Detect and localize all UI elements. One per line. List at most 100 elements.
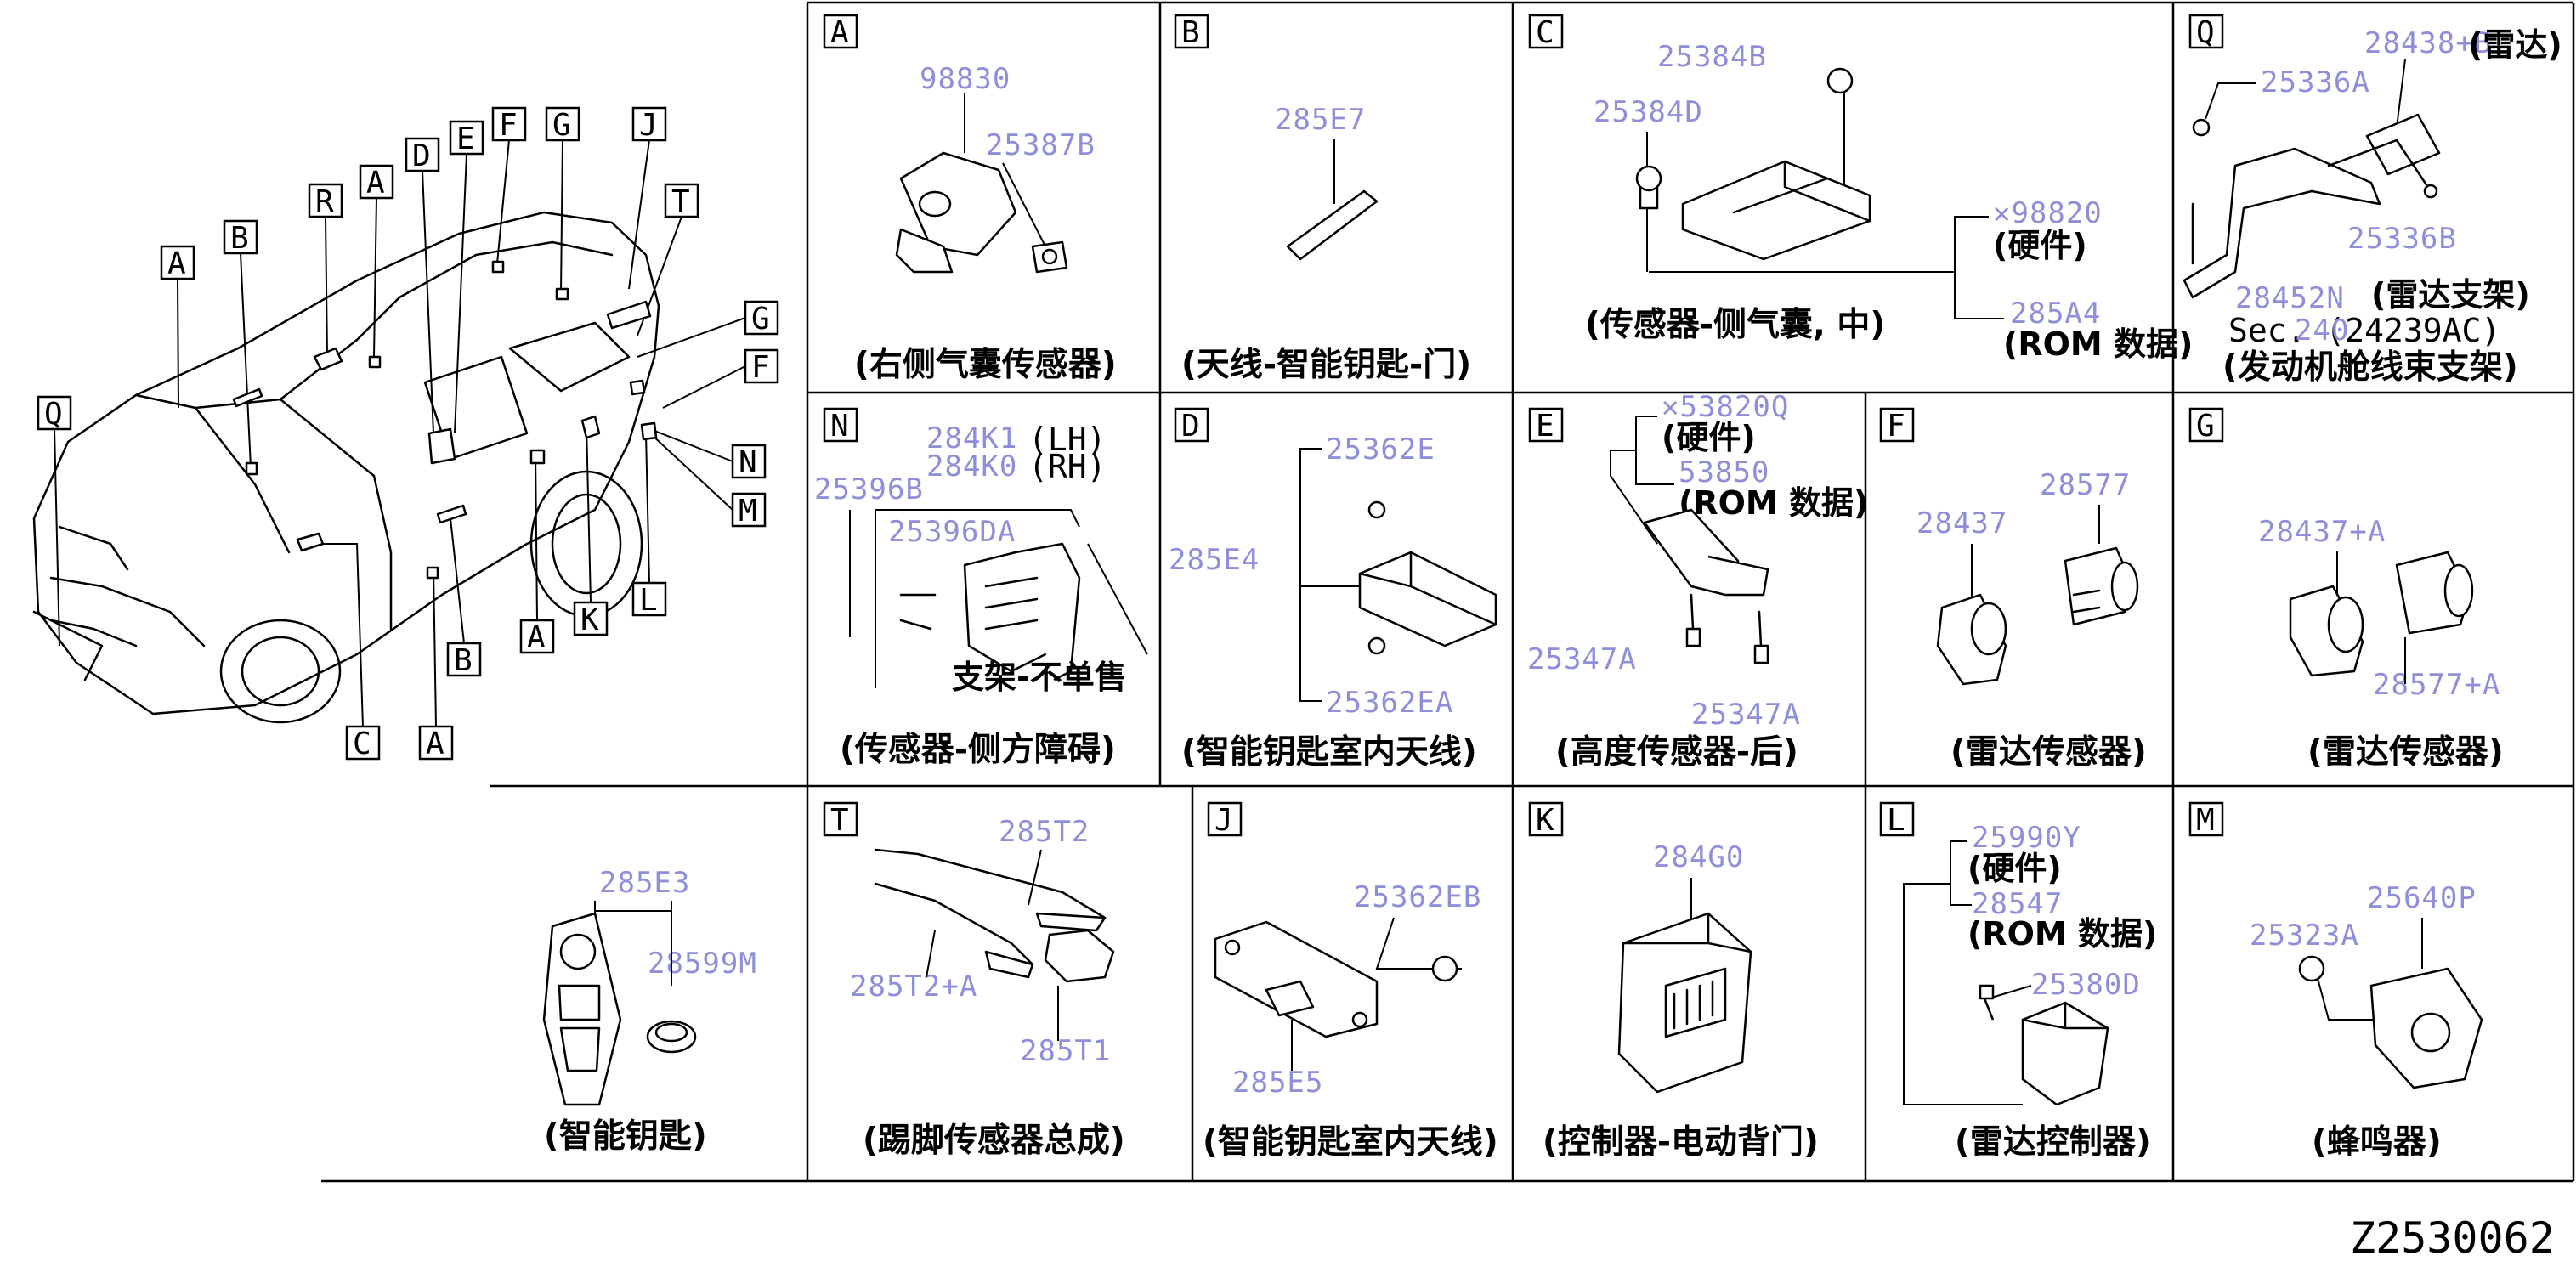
callout-n: N [731,444,767,480]
part-number: 285T2 [999,815,1090,849]
cell-caption: (控制器-电动背门) [1543,1123,1819,1162]
part-number: 25336B [2347,222,2457,256]
svg-text:A: A [527,620,546,655]
cell-a: 98830 25387B (右侧气囊传感器) [854,62,1117,384]
door-antenna-drawing [1286,189,1379,261]
cell-letter-n: N [823,407,858,444]
part-number: 28599M [648,947,757,981]
cell-caption: (传感器-侧方障碍) [840,731,1116,769]
svg-text:A: A [167,246,186,281]
part-note: (RH) [1028,448,1107,485]
svg-text:D: D [1181,409,1200,444]
cell-caption: (雷达传感器) [1950,733,2147,772]
part-number: 285E3 [599,866,690,900]
svg-text:E: E [1536,409,1554,444]
svg-text:K: K [580,602,599,637]
part-number: 25362EB [1354,880,1481,914]
svg-text:J: J [1214,803,1233,838]
svg-text:J: J [639,108,658,143]
cell-caption: (智能钥匙) [544,1117,707,1156]
part-note: (硬件) [1993,227,2087,264]
cell-letter-t: T [823,801,858,838]
part-number: 285E7 [1275,103,1366,137]
part-note: 支架-不单售 [952,659,1127,696]
svg-text:T: T [671,184,690,219]
callout-a3: A [418,725,454,761]
cell-f: 28577 28437 (雷达传感器) [1916,468,2147,772]
height-sensor-drawing [1643,508,1769,664]
vehicle-callouts: F G J R A D E T B G F N M L K A Q B A C … [37,106,779,761]
cell-caption: (发动机舱线束支架) [2222,348,2518,387]
radar-controller-drawing [1979,984,2109,1106]
part-number: ✕53820Q [1662,390,1789,424]
cell-letter-e: E [1528,407,1564,444]
svg-text:F: F [751,350,770,385]
cell-caption: (踢脚传感器总成) [863,1122,1125,1160]
callout-r: R [308,183,343,219]
vehicle-overview: F G J R A D E T B G F N M L K A Q B A C … [32,106,779,761]
svg-text:G: G [2196,409,2215,444]
callout-g1: G [545,106,580,143]
callout-f2: F [744,348,779,385]
part-note: (LH) [1028,421,1107,458]
power-back-door-controller-drawing [1617,912,1752,1094]
svg-text:M: M [2196,803,2215,838]
cell-b: 285E7 (天线-智能钥匙-门) [1181,103,1471,384]
svg-text:T: T [830,803,849,838]
part-number: 25640P [2367,881,2477,915]
svg-text:F: F [1887,409,1905,444]
cell-letter-l: L [1879,801,1915,838]
part-note: (硬件) [1967,850,2062,887]
figure-number: Z2530062 [2350,1213,2555,1261]
cell-caption: (智能钥匙室内天线) [1181,733,1477,772]
part-number: 285T1 [1020,1034,1111,1068]
part-number: 25362E [1326,433,1435,467]
callout-t: T [664,183,699,219]
callout-a2: A [519,619,555,655]
callout-k: K [573,601,609,637]
svg-text:B: B [230,221,249,256]
cell-letter-b: B [1174,14,1209,50]
svg-text:Q: Q [44,397,63,432]
svg-text:L: L [1887,803,1905,838]
part-note: (ROM 数据) [2003,325,2193,363]
part-number: 285E4 [1169,543,1260,577]
callout-b2: B [446,642,482,678]
cell-j: 25362EB 285E5 (智能钥匙室内天线) [1203,880,1498,1162]
svg-text:M: M [739,494,757,529]
part-number: 28547 [1972,887,2063,921]
svg-text:E: E [456,122,475,156]
part-number: 28437+A [2258,515,2386,549]
cell-key: 285E3 28599M (智能钥匙) [542,866,757,1156]
part-number: 25387B [986,128,1096,162]
part-number: 28438+B [2364,26,2492,60]
svg-text:A: A [366,166,385,201]
part-number: 28577+A [2373,668,2500,702]
airbag-center-sensor-drawing [1635,67,1871,261]
radar-bracket-drawing [2183,113,2441,299]
cell-q: 28438+B (雷达) 25336A 25336B 28452N (雷达支架)… [2183,26,2562,387]
cell-caption: (蜂鸣器) [2312,1123,2442,1162]
cell-k: 284G0 (控制器-电动背门) [1543,840,1819,1162]
cell-caption: (雷达传感器) [2307,733,2504,772]
svg-text:A: A [830,15,849,50]
part-note: (ROM 数据) [1967,915,2157,953]
svg-text:C: C [1536,15,1554,50]
svg-text:G: G [552,108,571,143]
part-number: 25323A [2250,919,2359,953]
callout-f1: F [491,106,527,143]
svg-text:K: K [1536,803,1554,838]
cell-letter-d: D [1174,407,1209,444]
cell-letter-k: K [1528,801,1564,838]
cell-letter-j: J [1207,801,1243,838]
part-number: 25347A [1527,642,1637,676]
part-note: (ROM 数据) [1679,484,1868,522]
part-note: (雷达) [2468,26,2562,64]
svg-text:N: N [830,409,849,444]
part-number: 240 [2295,314,2349,348]
side-airbag-sensor-drawing [895,151,1068,274]
cell-m: 25640P 25323A (蜂鸣器) [2250,881,2483,1162]
part-number: 53850 [1679,455,1769,489]
interior-antenna-drawing [1358,500,1497,655]
